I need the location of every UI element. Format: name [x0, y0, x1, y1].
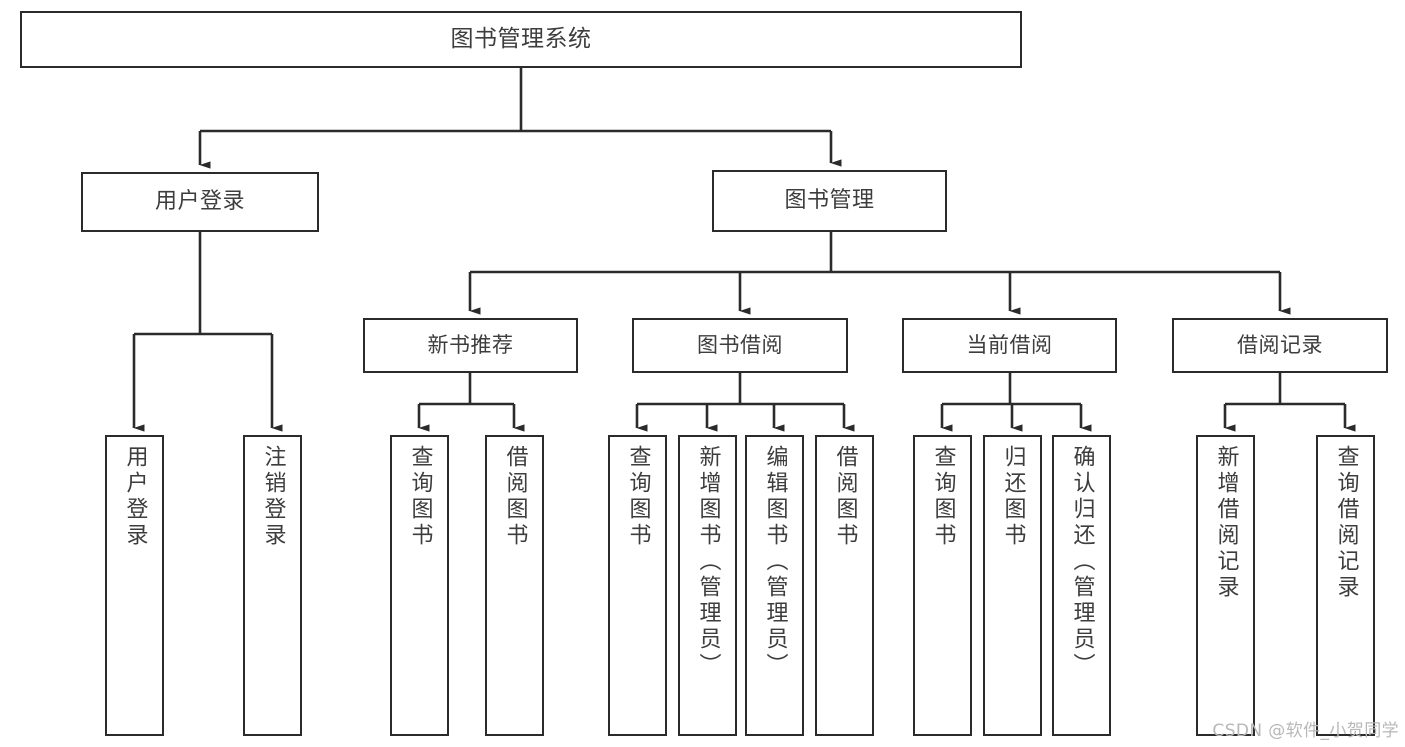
node-label: 借阅图书: [832, 445, 858, 549]
leaf-user-login-logout[interactable]: 注销登录: [243, 435, 302, 736]
leaf-new-book-borrow-book[interactable]: 借阅图书: [485, 435, 544, 736]
node-label: 用户登录: [122, 445, 148, 549]
leaf-borrow-record-add-record[interactable]: 新增借阅记录: [1196, 435, 1255, 736]
node-label: 新增图书（管理员）: [695, 445, 721, 679]
leaf-current-borrow-query-book[interactable]: 查询图书: [913, 435, 972, 736]
node-label: 编辑图书（管理员）: [762, 445, 788, 679]
node-root-book-management-system[interactable]: 图书管理系统: [20, 11, 1022, 68]
node-label: 查询图书: [407, 445, 433, 549]
leaf-book-borrow-query-book[interactable]: 查询图书: [608, 435, 667, 736]
node-book-management[interactable]: 图书管理: [712, 170, 947, 232]
node-label: 图书管理: [784, 188, 875, 214]
node-book-borrow[interactable]: 图书借阅: [632, 318, 848, 373]
node-label: 归还图书: [1000, 445, 1026, 549]
watermark: CSDN @软件_小贺同学: [1212, 721, 1399, 741]
node-label: 查询借阅记录: [1333, 445, 1359, 601]
leaf-current-borrow-return-book[interactable]: 归还图书: [983, 435, 1042, 736]
node-label: 借阅图书: [502, 445, 528, 549]
leaf-user-login-login[interactable]: 用户登录: [105, 435, 164, 736]
node-label: 图书管理系统: [450, 25, 592, 52]
node-new-book-recommend[interactable]: 新书推荐: [363, 318, 578, 373]
leaf-new-book-query-book[interactable]: 查询图书: [390, 435, 449, 736]
leaf-book-borrow-edit-book-admin[interactable]: 编辑图书（管理员）: [745, 435, 804, 736]
node-label: 查询图书: [930, 445, 956, 549]
node-label: 查询图书: [625, 445, 651, 549]
node-label: 用户登录: [154, 189, 245, 215]
node-label: 借阅记录: [1237, 333, 1323, 358]
node-label: 确认归还（管理员）: [1069, 445, 1095, 679]
node-current-borrow[interactable]: 当前借阅: [902, 318, 1117, 373]
node-user-login[interactable]: 用户登录: [81, 172, 319, 232]
node-label: 注销登录: [260, 445, 286, 549]
leaf-borrow-record-query-record[interactable]: 查询借阅记录: [1316, 435, 1375, 736]
node-label: 新书推荐: [427, 333, 514, 358]
leaf-current-borrow-confirm-return-admin[interactable]: 确认归还（管理员）: [1052, 435, 1111, 736]
leaf-book-borrow-borrow-book[interactable]: 借阅图书: [815, 435, 874, 736]
node-label: 图书借阅: [697, 333, 783, 358]
leaf-book-borrow-add-book-admin[interactable]: 新增图书（管理员）: [678, 435, 737, 736]
node-borrow-record[interactable]: 借阅记录: [1172, 318, 1388, 373]
node-label: 当前借阅: [966, 333, 1053, 358]
node-label: 新增借阅记录: [1213, 445, 1239, 601]
